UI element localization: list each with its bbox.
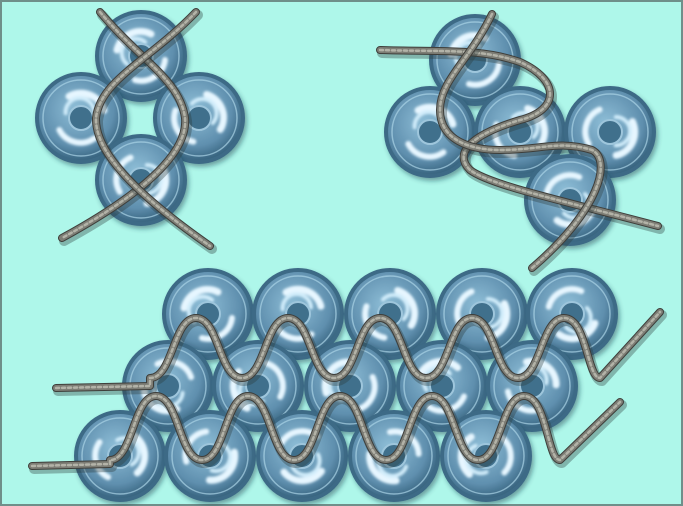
disc [344,268,436,360]
rope [436,10,608,276]
rope [376,46,665,234]
rope [91,8,217,254]
disc [384,86,476,178]
rope [58,8,193,246]
rope [52,308,667,396]
disc [252,268,344,360]
disc [122,340,214,432]
rope-layer [28,8,667,474]
rope [28,392,627,474]
disc [564,86,656,178]
disc [162,268,254,360]
